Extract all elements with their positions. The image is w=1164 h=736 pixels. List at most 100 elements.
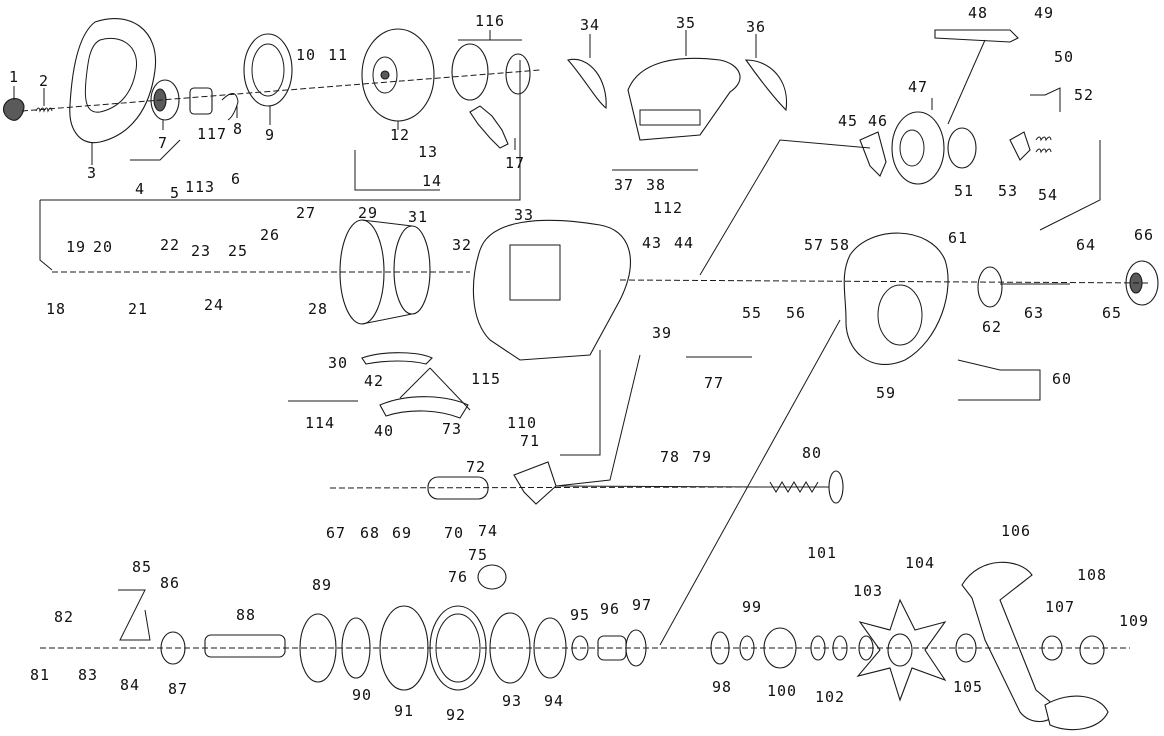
- part-label-40: 40: [374, 422, 394, 440]
- part-label-45: 45: [838, 112, 858, 130]
- part-label-10: 10: [296, 46, 316, 64]
- part-label-75: 75: [468, 546, 488, 564]
- part-label-24: 24: [204, 296, 224, 314]
- part-label-43: 43: [642, 234, 662, 252]
- part-label-98: 98: [712, 678, 732, 696]
- part-label-39: 39: [652, 324, 672, 342]
- part-label-6: 6: [231, 170, 241, 188]
- part-label-37: 37: [614, 176, 634, 194]
- part-label-114: 114: [305, 414, 335, 432]
- part-label-21: 21: [128, 300, 148, 318]
- part-label-96: 96: [600, 600, 620, 618]
- part-label-84: 84: [120, 676, 140, 694]
- part-label-59: 59: [876, 384, 896, 402]
- part-label-8: 8: [233, 120, 243, 138]
- part-label-63: 63: [1024, 304, 1044, 322]
- part-label-5: 5: [170, 184, 180, 202]
- part-label-87: 87: [168, 680, 188, 698]
- part-label-53: 53: [998, 182, 1018, 200]
- part-label-34: 34: [580, 16, 600, 34]
- ring-9-shape: [243, 33, 293, 107]
- part-label-9: 9: [265, 126, 275, 144]
- handle-arm-shape: [961, 561, 1061, 723]
- axis-lines: [21, 69, 1151, 649]
- part-label-79: 79: [692, 448, 712, 466]
- part-label-100: 100: [767, 682, 797, 700]
- part-label-49: 49: [1034, 4, 1054, 22]
- part-label-86: 86: [160, 574, 180, 592]
- part-label-81: 81: [30, 666, 50, 684]
- part-label-36: 36: [746, 18, 766, 36]
- part-label-91: 91: [394, 702, 414, 720]
- part-label-103: 103: [853, 582, 883, 600]
- part-label-68: 68: [360, 524, 380, 542]
- drive-gear-89-shape: [299, 613, 337, 683]
- part-label-11: 11: [328, 46, 348, 64]
- part-label-61: 61: [948, 229, 968, 247]
- part-label-115: 115: [471, 370, 501, 388]
- part-label-58: 58: [830, 236, 850, 254]
- part-label-31: 31: [408, 208, 428, 226]
- part-label-112: 112: [653, 199, 683, 217]
- part-label-46: 46: [868, 112, 888, 130]
- part-label-22: 22: [160, 236, 180, 254]
- part-label-82: 82: [54, 608, 74, 626]
- part-label-50: 50: [1054, 48, 1074, 66]
- part-label-113: 113: [185, 178, 215, 196]
- part-label-62: 62: [982, 318, 1002, 336]
- part-label-93: 93: [502, 692, 522, 710]
- part-label-38: 38: [646, 176, 666, 194]
- part-label-44: 44: [674, 234, 694, 252]
- part-label-72: 72: [466, 458, 486, 476]
- part-label-3: 3: [87, 164, 97, 182]
- part-label-77: 77: [704, 374, 724, 392]
- part-label-71: 71: [520, 432, 540, 450]
- part-label-107: 107: [1045, 598, 1075, 616]
- frame-shape: [472, 219, 631, 361]
- part-label-104: 104: [905, 554, 935, 572]
- part-label-105: 105: [953, 678, 983, 696]
- leader-lines: [13, 30, 1101, 646]
- part-label-97: 97: [632, 596, 652, 614]
- part-label-101: 101: [807, 544, 837, 562]
- part-label-51: 51: [954, 182, 974, 200]
- part-label-66: 66: [1134, 226, 1154, 244]
- part-label-57: 57: [804, 236, 824, 254]
- part-label-92: 92: [446, 706, 466, 724]
- part-label-20: 20: [93, 238, 113, 256]
- part-label-74: 74: [478, 522, 498, 540]
- part-label-95: 95: [570, 606, 590, 624]
- part-label-56: 56: [786, 304, 806, 322]
- part-label-78: 78: [660, 448, 680, 466]
- part-label-33: 33: [514, 206, 534, 224]
- part-label-4: 4: [135, 180, 145, 198]
- part-label-14: 14: [422, 172, 442, 190]
- part-label-90: 90: [352, 686, 372, 704]
- part-label-19: 19: [66, 238, 86, 256]
- part-label-7: 7: [158, 134, 168, 152]
- part-label-23: 23: [191, 242, 211, 260]
- part-label-85: 85: [132, 558, 152, 576]
- part-label-110: 110: [507, 414, 537, 432]
- part-label-28: 28: [308, 300, 328, 318]
- part-label-13: 13: [418, 143, 438, 161]
- part-label-70: 70: [444, 524, 464, 542]
- part-label-117: 117: [197, 125, 227, 143]
- part-label-106: 106: [1001, 522, 1031, 540]
- side-plate-shape: [69, 18, 157, 144]
- part-label-99: 99: [742, 598, 762, 616]
- part-label-30: 30: [328, 354, 348, 372]
- part-label-27: 27: [296, 204, 316, 222]
- part-label-32: 32: [452, 236, 472, 254]
- part-label-25: 25: [228, 242, 248, 260]
- part-label-2: 2: [39, 72, 49, 90]
- part-label-64: 64: [1076, 236, 1096, 254]
- part-label-89: 89: [312, 576, 332, 594]
- part-label-83: 83: [78, 666, 98, 684]
- part-label-54: 54: [1038, 186, 1058, 204]
- side-cover-shape: [843, 232, 949, 365]
- part-label-55: 55: [742, 304, 762, 322]
- part-label-35: 35: [676, 14, 696, 32]
